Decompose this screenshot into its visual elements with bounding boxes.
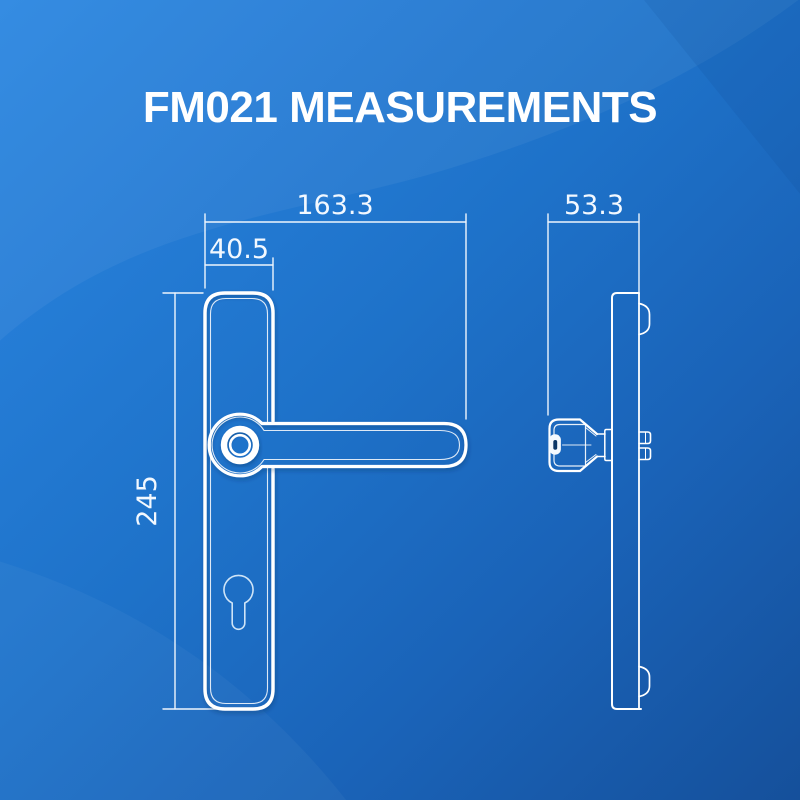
side-grip-chamfer-top	[585, 427, 597, 437]
front-dimension-lines	[162, 213, 467, 710]
front-hub-inner-circle	[228, 433, 252, 457]
side-grip-inner-line	[553, 423, 587, 467]
side-dimension-lines	[547, 213, 640, 416]
side-grip-chamfer-bottom	[585, 454, 597, 463]
page-title: FM021 MEASUREMENTS	[143, 83, 657, 132]
side-rose-flange	[604, 428, 613, 462]
side-screw-boss-top	[638, 302, 651, 336]
front-view: 163.3 40.5 245	[132, 190, 468, 711]
side-screw-boss-bottom	[638, 665, 651, 698]
front-lever-outline	[207, 412, 468, 478]
front-hub-ring	[220, 425, 260, 465]
side-spindle-tab-upper	[638, 431, 652, 445]
front-plate-inner-line	[209, 297, 269, 705]
side-keyhole-slot	[553, 440, 558, 450]
label-total-depth: 53.3	[564, 190, 624, 221]
front-plate-outline	[203, 291, 275, 711]
side-handle-drawing	[548, 292, 652, 710]
front-keyhole	[223, 574, 254, 631]
label-total-width: 163.3	[296, 190, 373, 221]
side-spindle-tab-lower	[638, 447, 652, 461]
background-wave-bottom	[0, 561, 347, 800]
side-view: 53.3	[547, 190, 652, 710]
side-plate-outline	[611, 292, 642, 710]
label-plate-width: 40.5	[209, 234, 269, 265]
background-corner-shade	[644, 0, 800, 194]
label-plate-height: 245	[132, 475, 163, 527]
front-handle-drawing	[203, 291, 468, 711]
front-lever-inner-line	[211, 416, 461, 474]
background-wave-top	[0, 0, 799, 341]
